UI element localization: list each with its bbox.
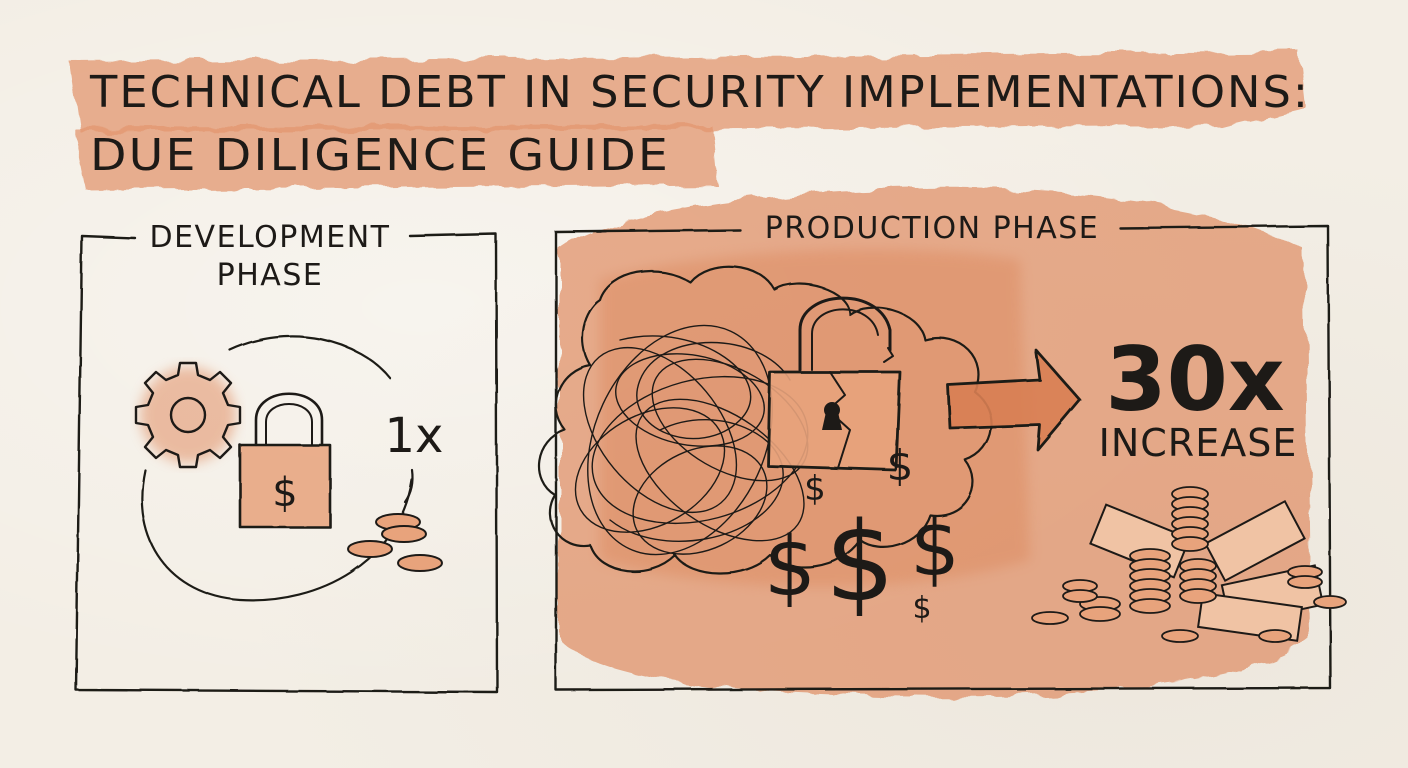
production-phase-label: PRODUCTION PHASE — [765, 211, 1100, 246]
broken-padlock-icon — [766, 296, 902, 472]
arrow-right-icon — [946, 348, 1082, 452]
dollar-sign-small-2: $ — [887, 441, 914, 490]
production-multiplier: 30x — [1105, 328, 1284, 431]
title-wash — [70, 52, 1306, 190]
gear-icon — [134, 361, 242, 469]
page-title-line-2: DUE DILIGENCE GUIDE — [90, 130, 670, 181]
development-phase-label-line-1: DEVELOPMENT — [150, 220, 391, 255]
page-title-line-1: TECHNICAL DEBT IN SECURITY IMPLEMENTATIO… — [89, 67, 1310, 118]
dollar-sign-large-3: $ — [910, 504, 960, 594]
development-panel — [74, 232, 499, 694]
padlock-dollar-sign: $ — [272, 470, 297, 516]
dollar-sign-small-3: $ — [912, 591, 931, 626]
money-pile-icon — [1031, 486, 1347, 643]
production-panel — [554, 224, 1332, 692]
dollar-sign-small-1: $ — [804, 469, 826, 509]
dollar-sign-large-1: $ — [764, 520, 816, 615]
connector-line — [403, 468, 414, 504]
development-phase-label-line-2: PHASE — [217, 258, 324, 293]
dollar-sign-large-2: $ — [825, 498, 895, 626]
increase-caption: INCREASE — [1099, 421, 1298, 465]
chaos-cloud — [537, 265, 993, 575]
coin-stack-icon — [347, 513, 443, 572]
padlock-icon — [238, 392, 332, 529]
development-multiplier: 1x — [385, 408, 444, 464]
